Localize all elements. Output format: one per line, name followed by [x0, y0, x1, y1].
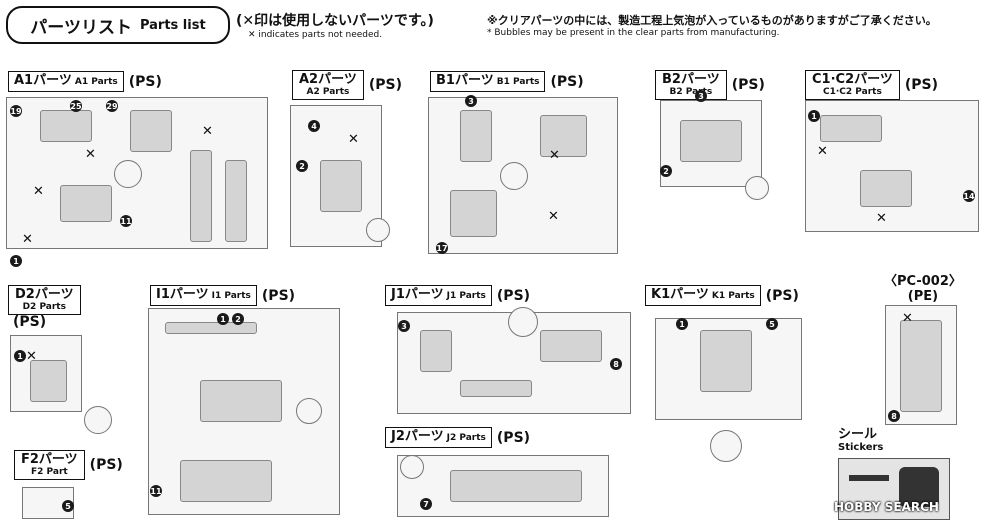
part-number: 19: [10, 105, 22, 117]
part-number: 11: [120, 215, 132, 227]
runner-gate: [296, 398, 322, 424]
part: [540, 115, 587, 157]
part: [540, 330, 602, 362]
runner-gate: [508, 307, 538, 337]
part: [460, 380, 532, 397]
part-number: 1: [676, 318, 688, 330]
unused-x-mark: ✕: [817, 144, 828, 159]
part: [680, 120, 742, 162]
unused-parts-note: (✕印は使用しないパーツです。): [236, 13, 434, 29]
part: [225, 160, 247, 242]
sticker-block: [899, 467, 939, 507]
unused-x-mark: ✕: [85, 147, 96, 162]
part: [460, 110, 492, 162]
runner-gate: [114, 160, 142, 188]
part: [860, 170, 912, 207]
stickers-label: シール Stickers: [838, 427, 884, 453]
part-number: 17: [436, 242, 448, 254]
unused-parts-note-en: ✕ indicates parts not needed.: [248, 30, 383, 40]
part-number: 8: [888, 410, 900, 422]
part-number: 2: [660, 165, 672, 177]
part-number: 5: [766, 318, 778, 330]
part-number: 11: [150, 485, 162, 497]
runner-f2: [22, 487, 74, 519]
part: [900, 320, 942, 412]
runner-gate: [400, 455, 424, 479]
part-number: 14: [963, 190, 975, 202]
part-number: 29: [106, 100, 118, 112]
part-number: 8: [610, 358, 622, 370]
unused-x-mark: ✕: [26, 349, 37, 364]
part: [60, 185, 112, 222]
part-number: 3: [465, 95, 477, 107]
part: [165, 322, 257, 334]
part-number: 3: [398, 320, 410, 332]
part-number: 1: [10, 255, 22, 267]
part: [40, 110, 92, 142]
clear-parts-note: ※クリアパーツの中には、製造工程上気泡が入っているものがありますがご了承ください…: [487, 14, 937, 27]
part: [200, 380, 282, 422]
part: [450, 190, 497, 237]
part: [320, 160, 362, 212]
runner-gate: [366, 218, 390, 242]
part-number: 1: [14, 350, 26, 362]
runner-gate: [500, 162, 528, 190]
unused-x-mark: ✕: [549, 148, 560, 163]
part-number: 1: [217, 313, 229, 325]
part: [700, 330, 752, 392]
part: [450, 470, 582, 502]
part: [820, 115, 882, 142]
watermark: HOBBY SEARCH: [834, 500, 939, 514]
sticker-sheet: [838, 458, 950, 520]
part-number: 25: [70, 100, 82, 112]
unused-x-mark: ✕: [902, 311, 913, 326]
part: [180, 460, 272, 502]
part-number: 2: [232, 313, 244, 325]
unused-x-mark: ✕: [348, 132, 359, 147]
unused-x-mark: ✕: [202, 124, 213, 139]
unused-x-mark: ✕: [876, 211, 887, 226]
parts-list-title: パーツリスト Parts list: [6, 6, 230, 44]
unused-x-mark: ✕: [548, 209, 559, 224]
unused-x-mark: ✕: [22, 232, 33, 247]
part-number: 4: [308, 120, 320, 132]
runner-label-pc002: 〈PC-002〉 (PE): [884, 274, 962, 304]
unused-x-mark: ✕: [33, 184, 44, 199]
clear-parts-note-en: * Bubbles may be present in the clear pa…: [487, 28, 780, 38]
part-number: 3: [695, 90, 707, 102]
part-number: 1: [808, 110, 820, 122]
part: [130, 110, 172, 152]
part: [420, 330, 452, 372]
part: [190, 150, 212, 242]
sticker-block: [849, 475, 889, 481]
runner-gate: [710, 430, 742, 462]
runner-gate: [745, 176, 769, 200]
part-number: 7: [420, 498, 432, 510]
part-number: 5: [62, 500, 74, 512]
runner-material-d2: (PS): [13, 314, 47, 330]
part-number: 2: [296, 160, 308, 172]
part: [30, 360, 67, 402]
runner-gate: [84, 406, 112, 434]
